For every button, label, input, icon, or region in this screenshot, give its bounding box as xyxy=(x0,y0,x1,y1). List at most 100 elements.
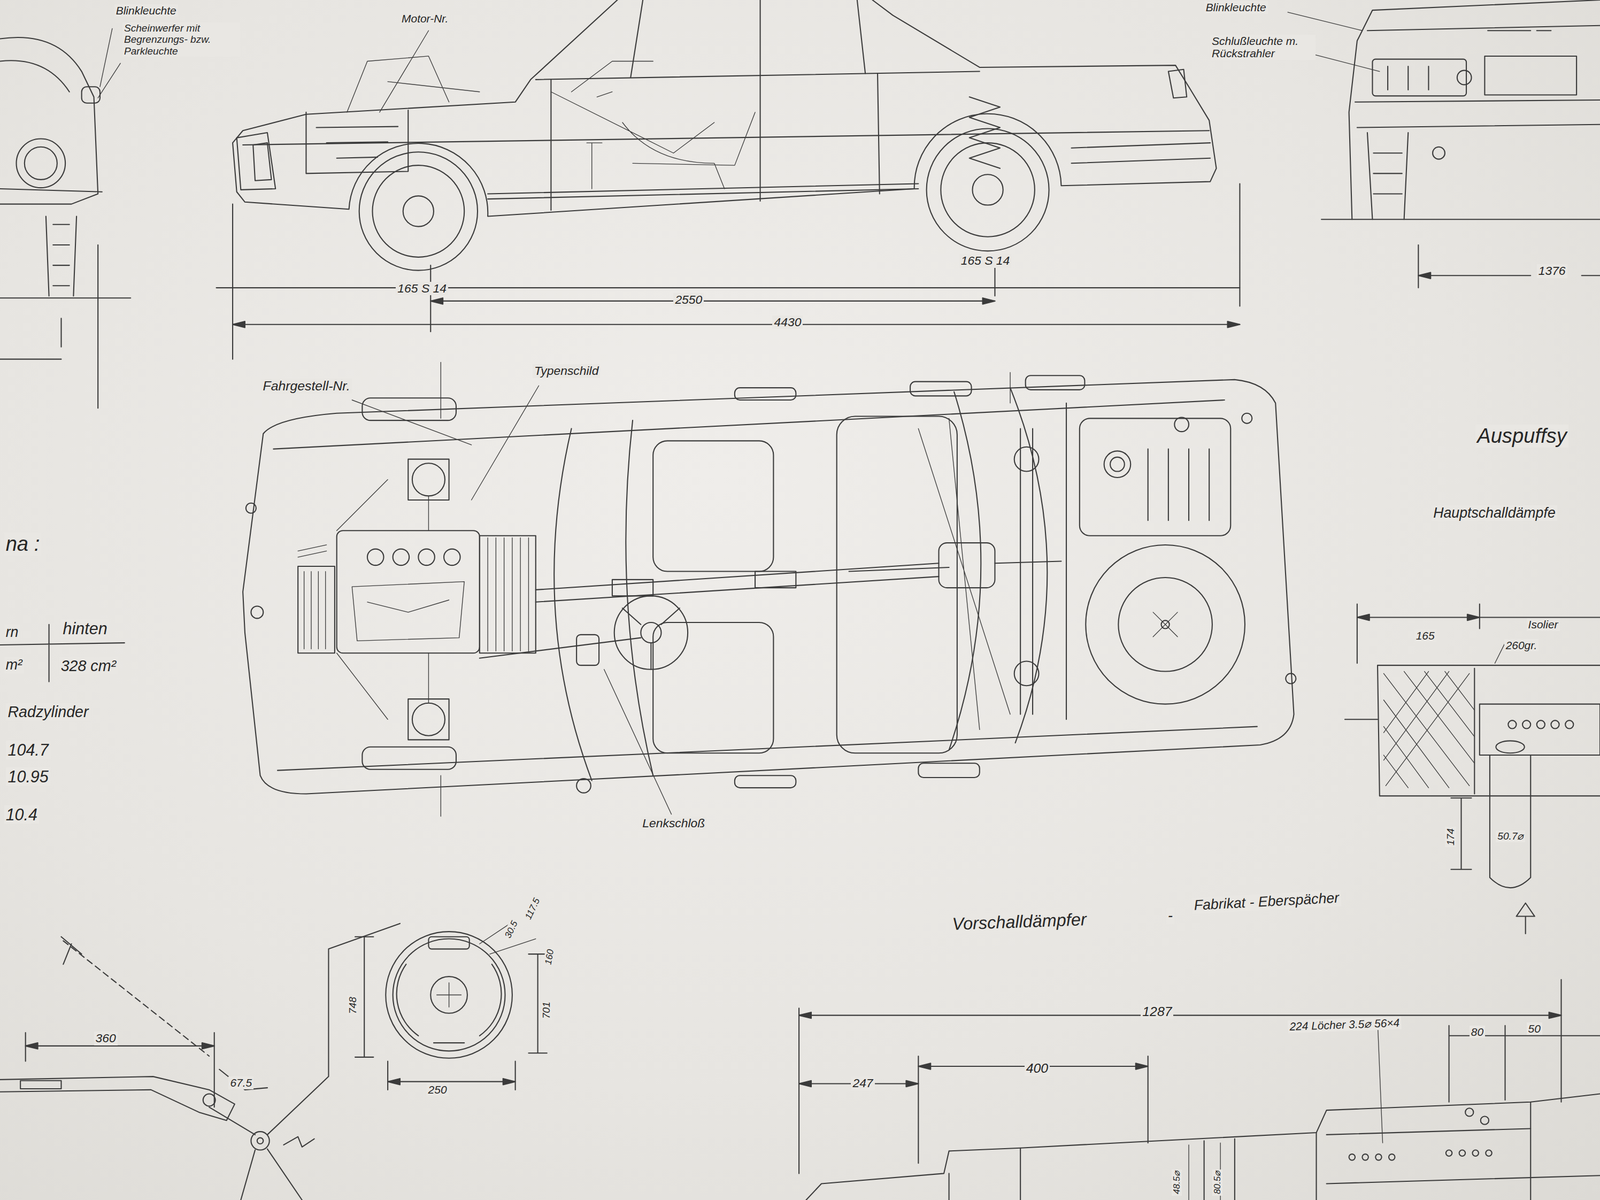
main-muffler-line xyxy=(1550,720,1559,729)
top-view-line xyxy=(1085,544,1245,705)
top-view-line xyxy=(918,763,980,778)
top-view-line xyxy=(336,530,480,653)
side-view-line xyxy=(972,174,1003,205)
dimension-label: 50 xyxy=(1526,1022,1543,1036)
dimension-label: 360 xyxy=(94,1031,118,1046)
top-view-line xyxy=(412,463,445,496)
front-view-line xyxy=(0,244,98,409)
dimension-label: 165 xyxy=(1414,629,1437,643)
dimension-label: 2550 xyxy=(673,293,704,307)
top-view xyxy=(242,362,1296,817)
pre-muffler-line xyxy=(1375,1154,1382,1160)
top-view-line xyxy=(440,362,1011,817)
side-view-line xyxy=(1071,142,1211,164)
top-view-line xyxy=(487,537,529,652)
pre-muffler-line xyxy=(949,1102,1532,1200)
side-view-line xyxy=(305,110,409,174)
side-view-line xyxy=(359,151,478,271)
side-view xyxy=(216,0,1241,360)
part-label: Isolier xyxy=(1526,618,1560,632)
top-view-line xyxy=(734,387,796,400)
dimension-label: 250 xyxy=(426,1083,449,1097)
table-cell: rn xyxy=(4,624,21,641)
table-cell: 10.4 xyxy=(4,805,40,824)
dimension-label: 400 xyxy=(1024,1060,1050,1076)
side-view-line xyxy=(571,60,654,97)
part-label: - xyxy=(1166,908,1175,925)
side-view-line xyxy=(430,297,995,304)
handbrake-lever-line xyxy=(25,1032,215,1107)
top-view-line xyxy=(652,622,774,753)
table-cell: 328 cm² xyxy=(59,657,118,675)
top-view-line xyxy=(418,549,435,566)
top-view-line xyxy=(1241,413,1252,424)
main-muffler-line xyxy=(1565,720,1574,729)
dimension-label: 160 xyxy=(542,947,557,967)
side-view-line xyxy=(236,132,276,190)
pre-muffler-line xyxy=(1485,1150,1492,1157)
rear-view-line xyxy=(1487,29,1551,32)
part-label: Schlußleuchte m. Rückstrahler xyxy=(1210,34,1316,60)
dimension-label: 1376 xyxy=(1536,264,1568,279)
main-muffler xyxy=(1344,604,1600,934)
part-label: Hauptschalldämpfe xyxy=(1431,505,1558,522)
rear-view-line xyxy=(1367,132,1409,220)
rear-view-line xyxy=(1349,0,1600,220)
top-view-line xyxy=(1065,403,1067,720)
side-view-line xyxy=(430,265,995,332)
top-view-line xyxy=(479,535,536,653)
table-cell: 10.95 xyxy=(5,767,50,786)
part-label: Motor-Nr. xyxy=(400,12,450,26)
part-label: Typenschild xyxy=(532,364,600,379)
brake-drum-line xyxy=(430,976,468,1014)
dimension-label: 67.5 xyxy=(228,1076,254,1090)
top-view-line xyxy=(304,571,326,650)
brake-drum-line xyxy=(387,1078,516,1085)
top-view-line xyxy=(250,605,264,619)
side-view-line xyxy=(232,0,1217,217)
front-view-line xyxy=(45,216,77,297)
table-cell: Radzylinder xyxy=(5,703,90,721)
top-view-line xyxy=(994,560,1061,564)
handbrake-lever-line xyxy=(209,923,400,1135)
top-view-line xyxy=(297,544,327,558)
part-label: Fahrgestell-Nr. xyxy=(260,378,352,394)
side-view-line xyxy=(242,130,1210,145)
top-view-line xyxy=(1014,660,1040,686)
main-muffler-line xyxy=(1508,720,1517,729)
rear-view-line xyxy=(1372,59,1467,97)
side-view-line xyxy=(1168,69,1187,98)
top-view-line xyxy=(1104,450,1132,478)
top-view-line xyxy=(1079,418,1231,536)
table-cell: 104.7 xyxy=(5,740,50,759)
top-view-line xyxy=(554,428,592,781)
dimension-label: 48.5⌀ xyxy=(1171,1169,1182,1196)
part-label: Blinkleuchte xyxy=(114,4,179,18)
top-view-line xyxy=(1174,417,1189,432)
rear-view-line xyxy=(1457,70,1472,86)
dimension-label: 260gr. xyxy=(1504,639,1540,652)
top-view-line xyxy=(242,379,1294,795)
table-cell: hinten xyxy=(60,619,109,638)
part-label: Lenkschloß xyxy=(640,816,707,831)
pre-muffler-line xyxy=(1326,1128,1600,1184)
rear-view-line xyxy=(1367,25,1600,32)
pre-muffler-line xyxy=(1459,1150,1466,1157)
tire-size: 165 S 14 xyxy=(395,281,449,296)
section-heading: Auspuffsy xyxy=(1475,424,1569,448)
top-view-line xyxy=(1118,577,1213,672)
main-muffler-line xyxy=(1522,720,1531,729)
top-view-line xyxy=(297,566,335,653)
top-view-line xyxy=(1010,387,1048,743)
top-view-line xyxy=(336,479,429,720)
handbrake-lever xyxy=(0,923,400,1200)
top-view-line xyxy=(443,549,461,566)
rear-view-line xyxy=(1387,66,1429,90)
main-muffler-line xyxy=(1536,720,1545,729)
main-muffler-line xyxy=(1344,718,1378,720)
tire-size: 165 S 14 xyxy=(959,254,1012,268)
handbrake-lever-line xyxy=(20,1080,61,1089)
rear-view-line xyxy=(1432,147,1445,160)
part-label: Fabrikat - Eberspächer xyxy=(1191,890,1342,914)
top-view-line xyxy=(612,579,653,597)
